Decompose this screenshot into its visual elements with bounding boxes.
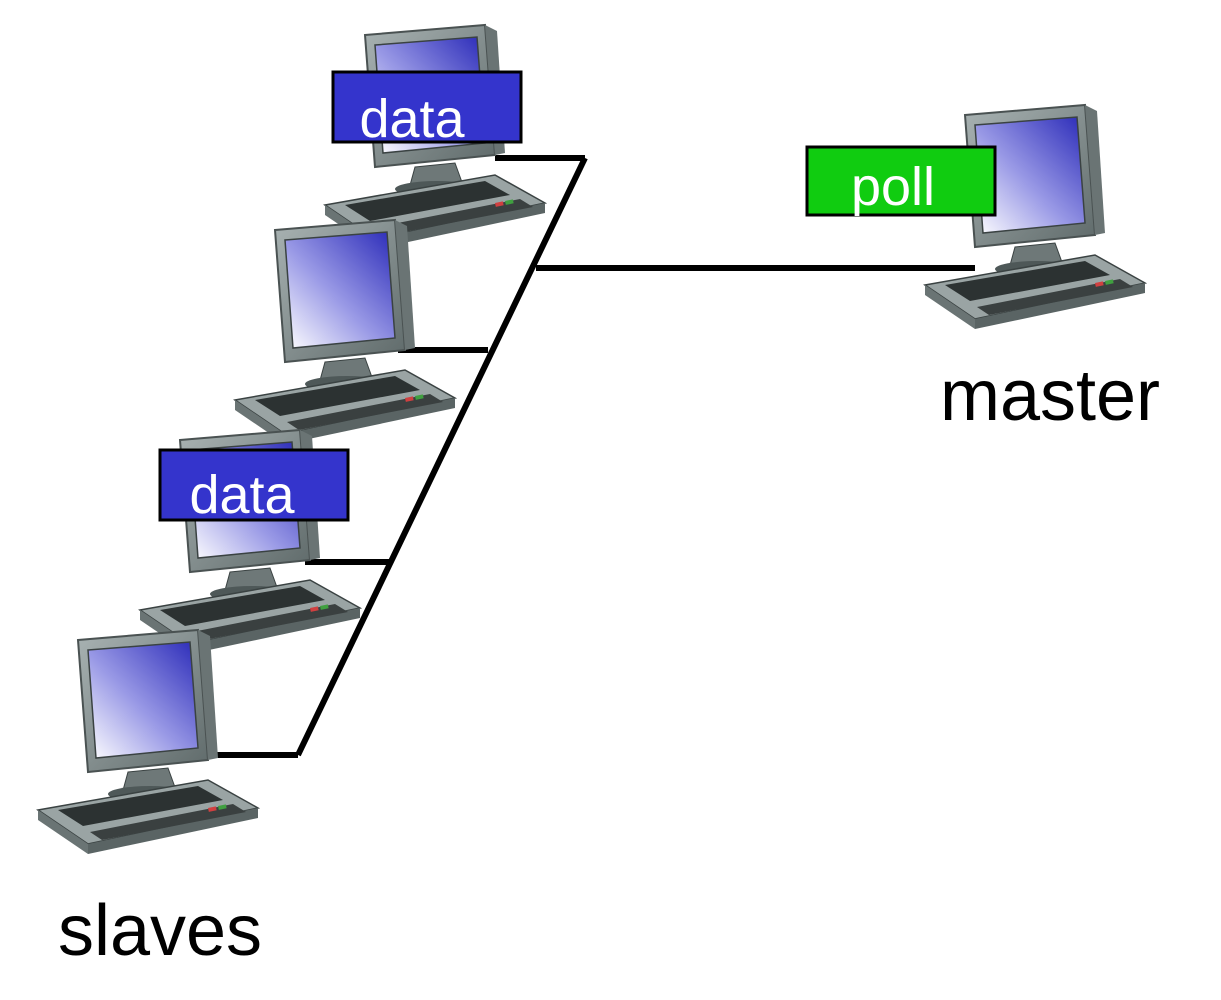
slave-computer-4[interactable] <box>37 629 259 855</box>
desktop-computer-icon <box>37 629 259 855</box>
data-message-text: data <box>359 89 465 149</box>
poll-message-text: poll <box>851 157 935 217</box>
data-message-top: data <box>331 70 523 149</box>
slaves-label: slaves <box>58 891 262 971</box>
desktop-computer-icon <box>234 219 456 445</box>
master-label: master <box>940 356 1160 436</box>
master-computer[interactable] <box>924 104 1146 330</box>
data-message-third: data <box>158 448 350 525</box>
shared-bus-line <box>295 156 588 757</box>
poll-message: poll <box>805 145 997 217</box>
slave-computer-2[interactable] <box>234 219 456 445</box>
data-message-text: data <box>189 465 295 525</box>
desktop-computer-icon <box>924 104 1146 330</box>
network-links <box>210 155 975 758</box>
